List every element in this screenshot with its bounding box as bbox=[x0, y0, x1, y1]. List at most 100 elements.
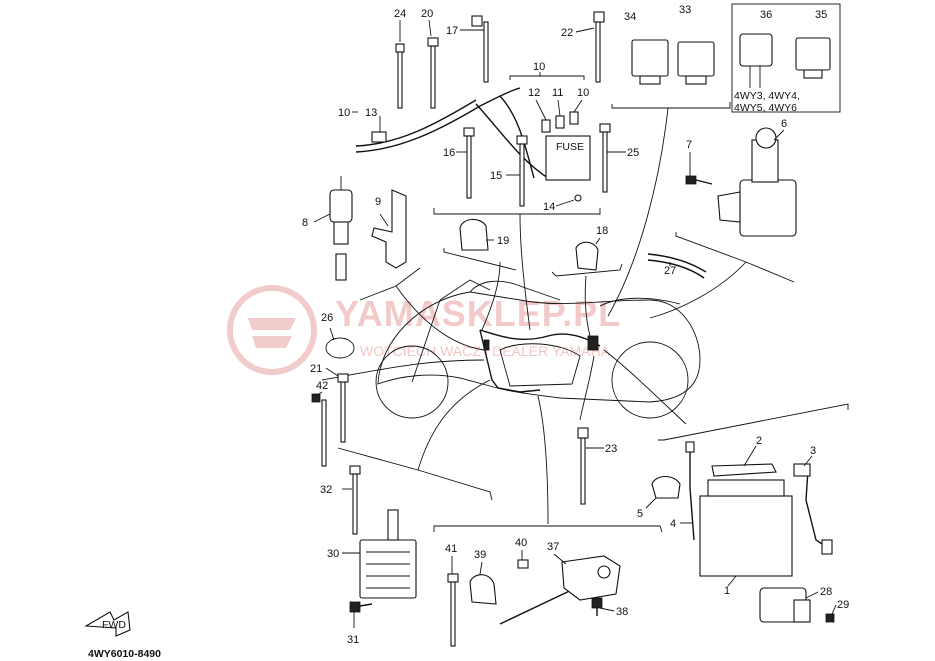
callout-10-left: 10 bbox=[338, 107, 350, 119]
callout-labels: 24 20 17 22 34 33 36 35 10 12 11 10 10 1… bbox=[302, 4, 849, 646]
callout-40: 39 bbox=[474, 549, 486, 561]
part-26-tie bbox=[599, 123, 611, 193]
callout-25: 24 bbox=[394, 8, 406, 20]
watermark: YAMASKLEP.PL WOTCIECH WACZ | DEALER YAMA… bbox=[227, 285, 621, 375]
part-11-fuse bbox=[569, 111, 579, 125]
callout-1: 1 bbox=[724, 585, 730, 597]
callout-12: 11 bbox=[552, 87, 563, 99]
callout-18: 17 bbox=[446, 25, 458, 37]
part-30-bolt bbox=[825, 613, 835, 623]
seat bbox=[599, 297, 681, 307]
part-25-tie bbox=[395, 43, 405, 109]
variant-note-line1: 4WY3, 4WY4, bbox=[734, 90, 800, 102]
callout-5: 5 bbox=[637, 508, 643, 520]
part-43-screw bbox=[311, 393, 327, 467]
callout-15: 14 bbox=[543, 201, 555, 213]
callout-36: 35 bbox=[815, 9, 827, 21]
callout-24: 23 bbox=[605, 443, 617, 455]
callout-19: 18 bbox=[596, 225, 608, 237]
part-42-tie bbox=[447, 573, 459, 647]
fwd-arrow-icon: FWD bbox=[84, 611, 131, 637]
part-29-starter-switch bbox=[759, 587, 811, 623]
front-wheel bbox=[375, 345, 449, 419]
part-4-lead bbox=[685, 441, 695, 541]
fork bbox=[411, 299, 441, 383]
callout-31: 30 bbox=[327, 548, 339, 560]
callout-2: 2 bbox=[756, 435, 762, 447]
callout-32: 31 bbox=[347, 634, 359, 646]
callout-7: 7 bbox=[686, 139, 692, 151]
callout-9: 9 bbox=[375, 196, 381, 208]
part-2-band bbox=[711, 463, 777, 477]
callout-22: 21 bbox=[310, 363, 322, 375]
callout-14: 13 bbox=[365, 107, 377, 119]
fwd-label: FWD bbox=[102, 619, 126, 631]
part-37-buzzer bbox=[739, 33, 773, 88]
watermark-logo bbox=[227, 285, 317, 375]
part-35-relay bbox=[631, 39, 669, 85]
harness-on-bike bbox=[479, 329, 601, 393]
part-20-clamp bbox=[459, 218, 489, 251]
callout-8: 8 bbox=[302, 217, 308, 229]
callout-43: 42 bbox=[316, 380, 328, 392]
callout-21: 20 bbox=[421, 8, 433, 20]
part-31-rectifier bbox=[359, 509, 417, 599]
part-5-clamp bbox=[651, 475, 681, 499]
part-9-bracket bbox=[371, 189, 407, 269]
part-18-tie bbox=[471, 15, 489, 83]
part-40-clamp bbox=[469, 574, 497, 605]
part-41-tie bbox=[499, 559, 581, 625]
callout-30: 29 bbox=[837, 599, 849, 611]
part-22-tie bbox=[337, 373, 349, 443]
callout-28: 27 bbox=[664, 265, 676, 277]
part-17-tie bbox=[463, 127, 475, 199]
part-36-relay bbox=[795, 37, 831, 79]
callout-42: 41 bbox=[445, 543, 457, 555]
part-3-lead bbox=[793, 463, 833, 555]
variant-box: 4WY3, 4WY4, 4WY5, 4WY6 bbox=[731, 3, 841, 114]
part-14-connector bbox=[371, 131, 387, 143]
document-code: 4WY6010-8490 bbox=[88, 648, 161, 660]
part-6-main-switch bbox=[717, 127, 797, 237]
part-34-relay bbox=[677, 41, 715, 85]
callout-3: 3 bbox=[810, 445, 816, 457]
callout-27: 26 bbox=[321, 312, 333, 324]
callout-4: 4 bbox=[670, 518, 676, 530]
callout-33: 32 bbox=[320, 484, 332, 496]
part-28-tube bbox=[647, 253, 707, 279]
part-1-battery bbox=[699, 479, 793, 577]
leader-lines bbox=[321, 102, 849, 533]
part-38-starter-relay bbox=[561, 555, 621, 601]
callout-20: 19 bbox=[497, 235, 509, 247]
part-12-fuse bbox=[555, 115, 565, 129]
callout-26: 25 bbox=[627, 147, 639, 159]
part-39-bolt bbox=[591, 597, 603, 616]
callout-10-top: 10 bbox=[533, 61, 545, 73]
part-33-tie bbox=[349, 465, 361, 535]
callout-leaders bbox=[313, 19, 837, 628]
callout-35: 34 bbox=[624, 11, 636, 23]
watermark-logo-mark bbox=[248, 318, 296, 348]
harness-connector bbox=[587, 335, 599, 351]
fuse-label: FUSE bbox=[556, 141, 584, 153]
part-10-wire-harness bbox=[355, 87, 549, 179]
part-23-tie bbox=[593, 11, 605, 83]
part-8-horn-switch bbox=[329, 176, 353, 281]
callout-37: 36 bbox=[760, 9, 772, 21]
harness-clip bbox=[483, 339, 490, 351]
callout-41: 40 bbox=[515, 537, 527, 549]
callout-34: 33 bbox=[679, 4, 691, 16]
engine bbox=[499, 343, 581, 387]
rear-wheel bbox=[611, 341, 689, 419]
motorcycle-outline bbox=[375, 279, 701, 419]
watermark-text: YAMASKLEP.PL bbox=[335, 293, 621, 334]
callout-11: 10 bbox=[577, 87, 589, 99]
part-24-tie bbox=[577, 427, 589, 505]
part-13-fuse bbox=[541, 119, 551, 133]
callout-13: 12 bbox=[528, 87, 540, 99]
callout-6: 6 bbox=[781, 118, 787, 130]
part-21-tie bbox=[427, 37, 439, 109]
part-fuse-box: FUSE bbox=[541, 111, 591, 202]
callout-17: 16 bbox=[443, 147, 455, 159]
part-15-screw bbox=[574, 194, 582, 202]
